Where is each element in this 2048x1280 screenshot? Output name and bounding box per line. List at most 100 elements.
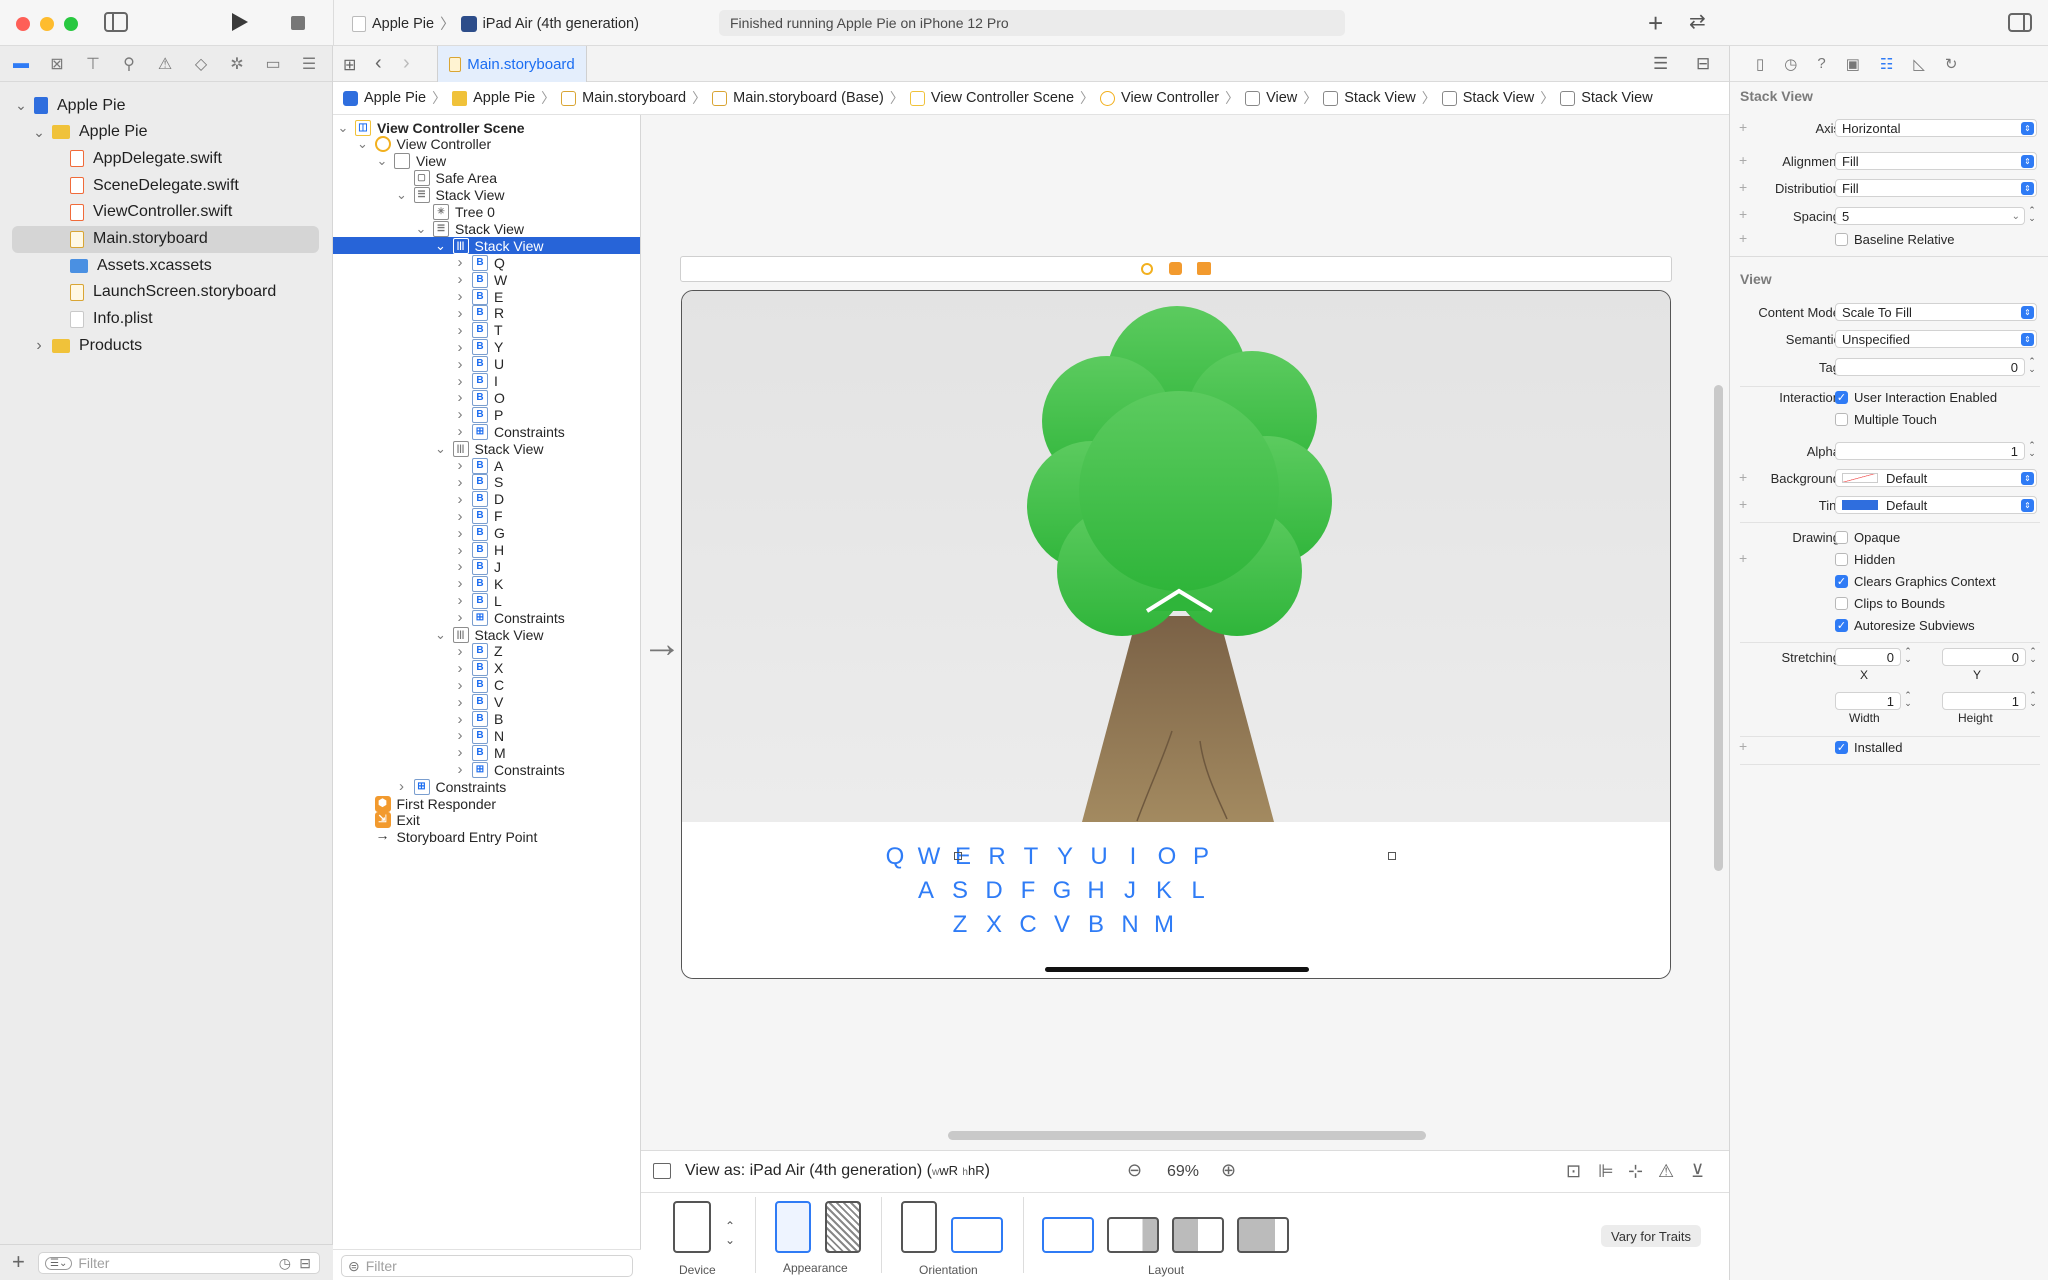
- tree-image[interactable]: [682, 291, 1671, 822]
- resolve-issues-icon[interactable]: ⚠: [1658, 1161, 1675, 1181]
- disclosure-icon[interactable]: ›: [457, 507, 463, 525]
- key-button-y[interactable]: Y: [1056, 843, 1073, 870]
- nav-item-main-storyboard[interactable]: Main.storyboard: [12, 225, 319, 253]
- device-stepper-icon[interactable]: ⌃⌄: [725, 1219, 736, 1247]
- disclosure-icon[interactable]: ›: [457, 321, 463, 339]
- key-button-b[interactable]: B: [1087, 911, 1104, 938]
- disclosure-icon[interactable]: ›: [457, 254, 463, 272]
- vertical-scrollbar[interactable]: [1714, 385, 1723, 871]
- key-button-m[interactable]: M: [1154, 911, 1174, 938]
- zoom-level[interactable]: 69%: [1167, 1163, 1200, 1180]
- disclosure-icon[interactable]: ⌄: [435, 440, 446, 456]
- nav-item-products[interactable]: ›Products: [0, 332, 333, 359]
- key-button-v[interactable]: V: [1053, 911, 1070, 938]
- add-file-icon[interactable]: +: [12, 1249, 25, 1274]
- stretch-width-stepper[interactable]: ⌃⌄: [1904, 690, 1912, 708]
- disclosure-icon[interactable]: ›: [457, 558, 463, 576]
- outline-toggle-icon[interactable]: [653, 1163, 671, 1179]
- report-icon[interactable]: ☰: [301, 55, 317, 73]
- background-color-popup[interactable]: Default⇕: [1835, 469, 2037, 487]
- tint-color-popup[interactable]: Default⇕: [1835, 496, 2037, 514]
- clears-graphics-context-checkbox[interactable]: ✓Clears Graphics Context: [1835, 574, 1996, 589]
- disclosure-icon[interactable]: ›: [457, 744, 463, 762]
- resize-handle[interactable]: [954, 852, 962, 860]
- key-button-d[interactable]: D: [985, 877, 1003, 904]
- stretch-height-stepper[interactable]: ⌃⌄: [2029, 690, 2037, 708]
- outline-row-view-controller-scene[interactable]: ⌄◫View Controller Scene: [333, 119, 640, 136]
- resize-handle[interactable]: [1388, 852, 1396, 860]
- distribution-popup[interactable]: Fill⇕: [1835, 179, 2037, 197]
- key-button-s[interactable]: S: [951, 877, 968, 904]
- disclosure-icon[interactable]: ›: [457, 473, 463, 491]
- disclosure-icon[interactable]: ›: [457, 727, 463, 745]
- tag-stepper[interactable]: ⌃⌄: [2028, 356, 2036, 374]
- first-responder-icon[interactable]: [1169, 262, 1182, 275]
- folder-icon[interactable]: ▬: [13, 54, 29, 72]
- size-inspector-icon[interactable]: ◺: [1913, 55, 1925, 73]
- disclosure-icon[interactable]: ›: [457, 389, 463, 407]
- breadcrumb-item[interactable]: View Controller: [1100, 90, 1219, 106]
- scheme-selector[interactable]: Apple Pie 〉 iPad Air (4th generation): [352, 13, 639, 34]
- user-interaction-checkbox[interactable]: ✓User Interaction Enabled: [1835, 390, 1998, 405]
- nav-item-assets-xcassets[interactable]: Assets.xcassets: [0, 252, 333, 279]
- disclosure-icon[interactable]: ›: [457, 761, 463, 779]
- test-icon[interactable]: ◇: [194, 55, 208, 73]
- view-controller-icon[interactable]: [1141, 263, 1153, 275]
- add-library-icon[interactable]: +: [1648, 8, 1664, 38]
- plus-icon[interactable]: +: [1739, 152, 1748, 168]
- search-icon[interactable]: ⚲: [123, 55, 135, 73]
- disclosure-icon[interactable]: ⌄: [396, 187, 407, 203]
- grid-icon[interactable]: ⊞: [343, 57, 357, 74]
- nav-item-scenedelegate-swift[interactable]: SceneDelegate.swift: [0, 172, 333, 199]
- plus-icon[interactable]: +: [1739, 119, 1748, 135]
- stretch-height-field[interactable]: 1: [1942, 692, 2026, 710]
- split-editor-icon[interactable]: ⊟: [1696, 54, 1711, 73]
- disclosure-icon[interactable]: ›: [457, 423, 463, 441]
- zoom-in-icon[interactable]: ⊕: [1221, 1160, 1237, 1180]
- disclosure-icon[interactable]: ›: [457, 288, 463, 305]
- multiple-touch-checkbox[interactable]: Multiple Touch: [1835, 412, 1937, 427]
- outline-row-view-controller[interactable]: ⌄View Controller: [333, 136, 640, 153]
- spacing-stepper[interactable]: ⌃⌄: [2028, 205, 2036, 223]
- run-icon[interactable]: [232, 13, 248, 31]
- file-inspector-icon[interactable]: ▯: [1756, 55, 1765, 73]
- disclosure-icon[interactable]: ›: [457, 372, 463, 390]
- disclosure-icon[interactable]: ⌄: [337, 119, 349, 135]
- key-button-t[interactable]: T: [1023, 843, 1039, 870]
- update-frames-icon[interactable]: ⊡: [1566, 1161, 1582, 1181]
- disclosure-icon[interactable]: ⌄: [15, 97, 27, 113]
- key-button-f[interactable]: F: [1020, 877, 1036, 904]
- outline-row-stack-view[interactable]: ⌄|||Stack View: [333, 440, 640, 457]
- breadcrumb-item[interactable]: Main.storyboard (Base): [712, 90, 884, 106]
- baseline-relative-checkbox[interactable]: Baseline Relative: [1835, 232, 1954, 247]
- semantic-popup[interactable]: Unspecified⇕: [1835, 330, 2037, 348]
- disclosure-icon[interactable]: ›: [457, 676, 463, 694]
- tab-main-storyboard[interactable]: Main.storyboard: [437, 46, 587, 82]
- layout-half-icon[interactable]: [1172, 1217, 1224, 1253]
- disclosure-icon[interactable]: ›: [457, 609, 463, 627]
- clips-to-bounds-checkbox[interactable]: Clips to Bounds: [1835, 596, 1945, 611]
- plus-icon[interactable]: +: [1739, 469, 1748, 485]
- key-button-r[interactable]: R: [988, 843, 1006, 870]
- disclosure-icon[interactable]: ⌄: [415, 220, 427, 236]
- warning-icon[interactable]: ⚠: [157, 55, 173, 73]
- alpha-stepper[interactable]: ⌃⌄: [2028, 440, 2036, 458]
- key-button-x[interactable]: X: [985, 911, 1002, 938]
- close-window-button[interactable]: [16, 17, 30, 31]
- plus-icon[interactable]: +: [1739, 738, 1748, 754]
- nav-item-apple-pie[interactable]: ⌄Apple Pie: [0, 92, 333, 119]
- disclosure-icon[interactable]: ›: [457, 406, 463, 424]
- outline-row-view[interactable]: ⌄View: [333, 153, 640, 170]
